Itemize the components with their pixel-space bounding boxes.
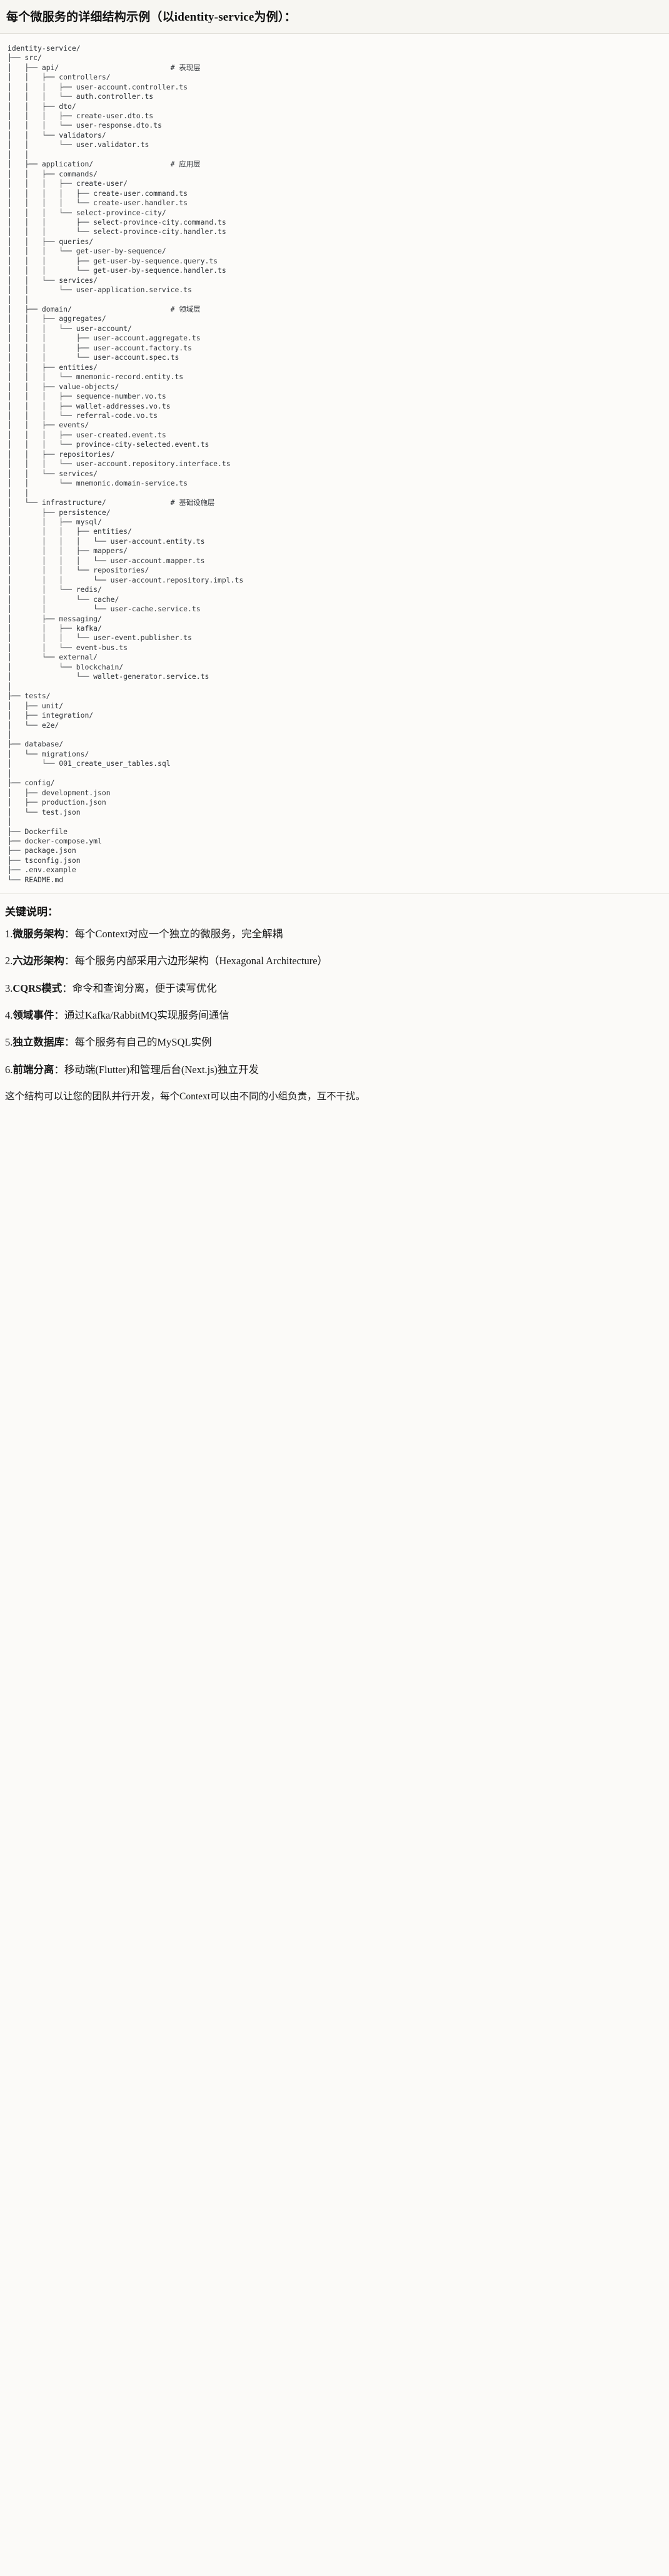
key-notes-heading: 关键说明： bbox=[5, 906, 58, 919]
key-notes-section: 关键说明： 1.微服务架构：每个Context对应一个独立的微服务，完全解耦 2… bbox=[0, 894, 669, 1117]
item-term: 前端分离 bbox=[13, 1063, 54, 1076]
document-header: 每个微服务的详细结构示例（以identity-service为例）： bbox=[0, 0, 669, 34]
item-term: 独立数据库 bbox=[13, 1036, 64, 1049]
item-term: 领域事件 bbox=[13, 1009, 54, 1022]
item-description: 每个服务有自己的MySQL实例 bbox=[74, 1036, 212, 1049]
item-number: 4. bbox=[5, 1009, 13, 1022]
list-item: 5.独立数据库：每个服务有自己的MySQL实例 bbox=[5, 1036, 664, 1049]
list-item: 2.六边形架构：每个服务内部采用六边形架构（Hexagonal Architec… bbox=[5, 954, 664, 968]
item-separator: ： bbox=[62, 982, 73, 994]
list-item: 3.CQRS模式：命令和查询分离，便于读写优化 bbox=[5, 982, 664, 995]
item-term: 六边形架构 bbox=[13, 955, 64, 967]
list-item: 1.微服务架构：每个Context对应一个独立的微服务，完全解耦 bbox=[5, 927, 664, 941]
closing-paragraph: 这个结构可以让您的团队并行开发，每个Context可以由不同的小组负责，互不干扰… bbox=[5, 1091, 366, 1102]
key-notes-list: 1.微服务架构：每个Context对应一个独立的微服务，完全解耦 2.六边形架构… bbox=[5, 927, 664, 1077]
page-title: 每个微服务的详细结构示例（以identity-service为例）： bbox=[6, 11, 296, 24]
item-separator: ： bbox=[54, 1009, 64, 1022]
document-page: 每个微服务的详细结构示例（以identity-service为例）： ident… bbox=[0, 0, 669, 1118]
item-number: 2. bbox=[5, 955, 13, 967]
item-number: 3. bbox=[5, 982, 13, 994]
item-number: 1. bbox=[5, 928, 13, 940]
item-description: 通过Kafka/RabbitMQ实现服务间通信 bbox=[64, 1009, 229, 1022]
directory-tree: identity-service/ ├── src/ │ ├── api/ # … bbox=[8, 43, 244, 884]
item-term: 微服务架构 bbox=[13, 928, 64, 940]
item-description: 移动端(Flutter)和管理后台(Next.js)独立开发 bbox=[64, 1063, 259, 1076]
item-separator: ： bbox=[64, 955, 75, 967]
item-separator: ： bbox=[54, 1063, 64, 1076]
item-separator: ： bbox=[64, 1036, 75, 1049]
item-term: CQRS模式 bbox=[13, 982, 63, 994]
item-description: 每个服务内部采用六边形架构（Hexagonal Architecture） bbox=[74, 955, 328, 967]
item-number: 6. bbox=[5, 1063, 13, 1076]
item-description: 命令和查询分离，便于读写优化 bbox=[72, 982, 217, 994]
item-number: 5. bbox=[5, 1036, 13, 1049]
list-item: 4.领域事件：通过Kafka/RabbitMQ实现服务间通信 bbox=[5, 1009, 664, 1022]
item-description: 每个Context对应一个独立的微服务，完全解耦 bbox=[74, 928, 283, 940]
directory-tree-block: identity-service/ ├── src/ │ ├── api/ # … bbox=[0, 33, 669, 895]
list-item: 6.前端分离：移动端(Flutter)和管理后台(Next.js)独立开发 bbox=[5, 1063, 664, 1077]
item-separator: ： bbox=[64, 928, 75, 940]
